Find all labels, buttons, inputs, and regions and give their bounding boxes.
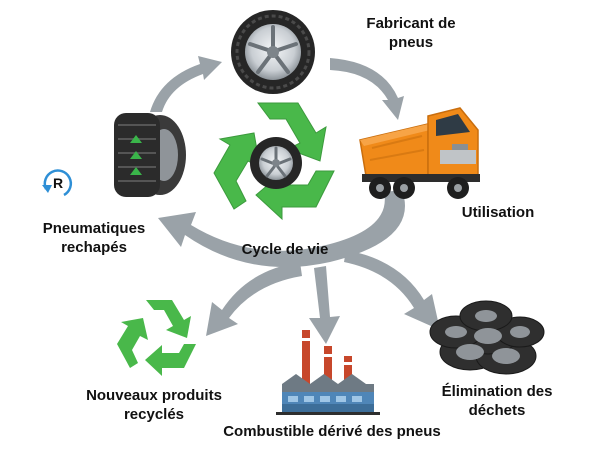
cycle-arrows bbox=[150, 56, 440, 344]
label-disposal: Élimination des déchets bbox=[441, 383, 553, 419]
recycled-products-icon bbox=[117, 300, 196, 376]
retread-badge-icon: R bbox=[42, 169, 73, 197]
retread-badge-letter: R bbox=[53, 175, 63, 191]
arrow-to-recycled bbox=[206, 262, 302, 336]
retreaded-tire-icon bbox=[114, 113, 186, 197]
fuel-factory-icon bbox=[276, 330, 380, 415]
dump-truck-icon bbox=[359, 107, 480, 199]
label-retreaded: Pneumatiques rechapés bbox=[42, 220, 146, 256]
arrow-to-fuel bbox=[309, 266, 340, 344]
life-cycle-recycle-icon bbox=[213, 102, 335, 221]
label-usage: Utilisation bbox=[461, 204, 535, 221]
arrow-retreaded-to-manufacturer bbox=[150, 56, 222, 112]
arrow-usage-to-retreaded bbox=[158, 190, 405, 268]
label-fuel: Combustible dérivé des pneus bbox=[223, 423, 441, 440]
label-cycle: Cycle de vie bbox=[241, 241, 329, 258]
tire-pile-icon bbox=[429, 300, 545, 375]
label-recycled: Nouveaux produits recyclés bbox=[86, 387, 222, 423]
new-tire-icon bbox=[231, 10, 315, 94]
arrow-manufacturer-to-usage bbox=[330, 58, 404, 120]
label-manufacturer: Fabricant de pneus bbox=[366, 15, 456, 51]
arrow-to-disposal bbox=[344, 250, 440, 330]
